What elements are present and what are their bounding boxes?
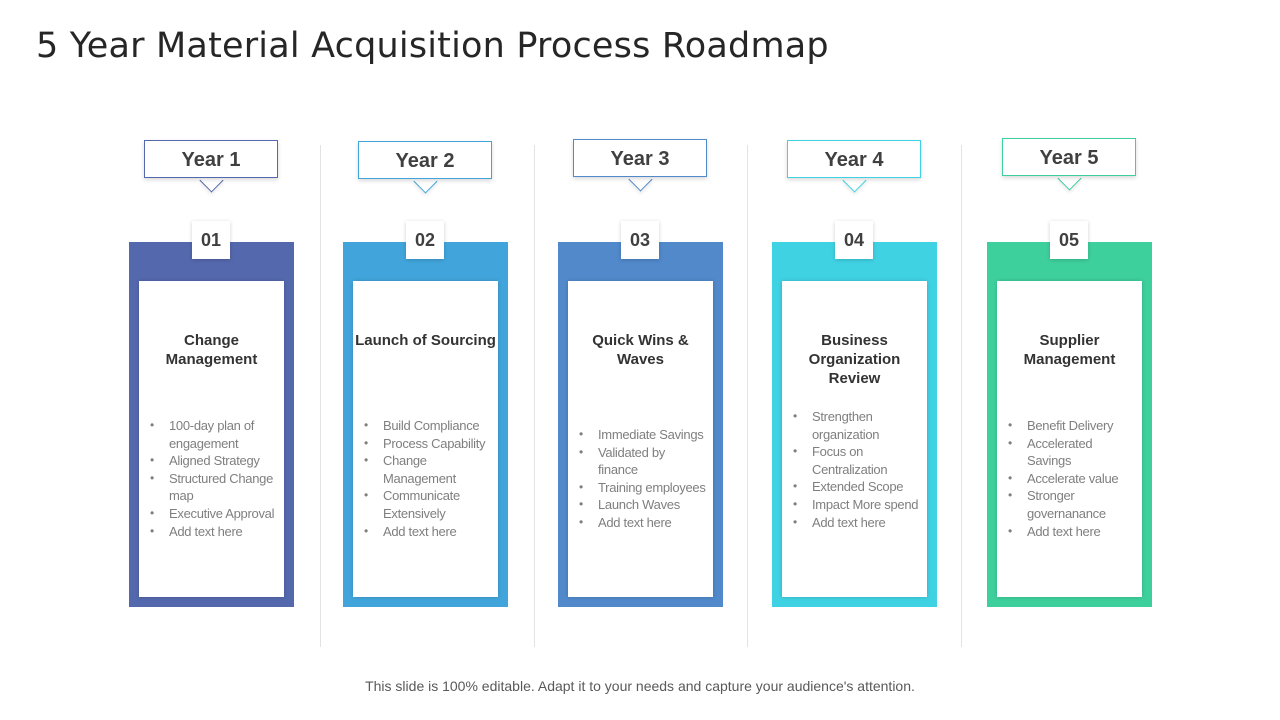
column-divider xyxy=(747,145,748,647)
phase-heading: Supplier Management xyxy=(1023,332,1116,368)
bullet-item: Validated by finance xyxy=(568,444,713,479)
year-label: Year 3 xyxy=(573,139,707,177)
phase-bullet-list: Benefit Delivery Accelerated Savings Acc… xyxy=(997,417,1142,540)
roadmap-column-year-3: Year 3 Quick Wins & Waves Immediate Savi… xyxy=(558,0,724,720)
phase-card-body: Supplier Management Benefit Delivery Acc… xyxy=(997,281,1142,597)
bullet-item: Add text here xyxy=(353,523,498,541)
bullet-item: Impact More spend xyxy=(782,496,927,514)
bullet-item: Extended Scope xyxy=(782,478,927,496)
roadmap-column-year-5: Year 5 Supplier Management Benefit Deliv… xyxy=(987,0,1153,720)
page-title: 5 Year Material Acquisition Process Road… xyxy=(36,26,829,66)
phase-card: Business Organization Review Strengthen … xyxy=(772,242,937,607)
footer-note: This slide is 100% editable. Adapt it to… xyxy=(365,678,915,694)
roadmap-column-year-2: Year 2 Launch of Sourcing Build Complian… xyxy=(343,0,509,720)
year-label: Year 1 xyxy=(144,140,278,178)
column-divider xyxy=(961,145,962,647)
bullet-item: Communicate Extensively xyxy=(353,487,498,522)
bullet-item: Benefit Delivery xyxy=(997,417,1142,435)
phase-bullet-list: Immediate Savings Validated by finance T… xyxy=(568,426,713,532)
bullet-item: Add text here xyxy=(568,514,713,532)
roadmap-column-year-1: Year 1 Change Management 100-day plan of… xyxy=(129,0,295,720)
roadmap-column-year-4: Year 4 Business Organization Review Stre… xyxy=(772,0,938,720)
year-label: Year 2 xyxy=(358,141,492,179)
bullet-item: Add text here xyxy=(782,514,927,532)
bullet-item: Training employees xyxy=(568,479,713,497)
phase-bullet-list: Build Compliance Process Capability Chan… xyxy=(353,417,498,540)
phase-card: Change Management 100-day plan of engage… xyxy=(129,242,294,607)
bullet-item: Immediate Savings xyxy=(568,426,713,444)
bullet-item: Change Management xyxy=(353,452,498,487)
bullet-item: Process Capability xyxy=(353,435,498,453)
phase-card: Launch of Sourcing Build Compliance Proc… xyxy=(343,242,508,607)
phase-card: Quick Wins & Waves Immediate Savings Val… xyxy=(558,242,723,607)
bullet-item: Strengthen organization xyxy=(782,408,927,443)
bullet-item: Add text here xyxy=(997,523,1142,541)
bullet-item: Stronger governanance xyxy=(997,487,1142,522)
phase-heading: Change Management xyxy=(165,332,258,368)
phase-number: 04 xyxy=(835,221,873,259)
phase-card-body: Launch of Sourcing Build Compliance Proc… xyxy=(353,281,498,597)
phase-heading: Quick Wins & Waves xyxy=(592,332,689,368)
phase-card-body: Change Management 100-day plan of engage… xyxy=(139,281,284,597)
phase-card: Supplier Management Benefit Delivery Acc… xyxy=(987,242,1152,607)
bullet-item: Focus on Centralization xyxy=(782,443,927,478)
phase-number: 03 xyxy=(621,221,659,259)
bullet-item: 100-day plan of engagement xyxy=(139,417,284,452)
year-label: Year 5 xyxy=(1002,138,1136,176)
column-divider xyxy=(320,145,321,647)
column-divider xyxy=(534,145,535,647)
phase-number: 01 xyxy=(192,221,230,259)
bullet-item: Accelerated Savings xyxy=(997,435,1142,470)
bullet-item: Add text here xyxy=(139,523,284,541)
phase-bullet-list: Strengthen organization Focus on Central… xyxy=(782,408,927,531)
phase-number: 05 xyxy=(1050,221,1088,259)
phase-number: 02 xyxy=(406,221,444,259)
phase-heading: Business Organization Review xyxy=(808,332,901,387)
phase-bullet-list: 100-day plan of engagement Aligned Strat… xyxy=(139,417,284,540)
bullet-item: Executive Approval xyxy=(139,505,284,523)
bullet-item: Aligned Strategy xyxy=(139,452,284,470)
bullet-item: Launch Waves xyxy=(568,496,713,514)
year-label: Year 4 xyxy=(787,140,921,178)
phase-card-body: Business Organization Review Strengthen … xyxy=(782,281,927,597)
phase-heading: Launch of Sourcing xyxy=(355,332,496,349)
phase-card-body: Quick Wins & Waves Immediate Savings Val… xyxy=(568,281,713,597)
bullet-item: Accelerate value xyxy=(997,470,1142,488)
bullet-item: Build Compliance xyxy=(353,417,498,435)
bullet-item: Structured Change map xyxy=(139,470,284,505)
